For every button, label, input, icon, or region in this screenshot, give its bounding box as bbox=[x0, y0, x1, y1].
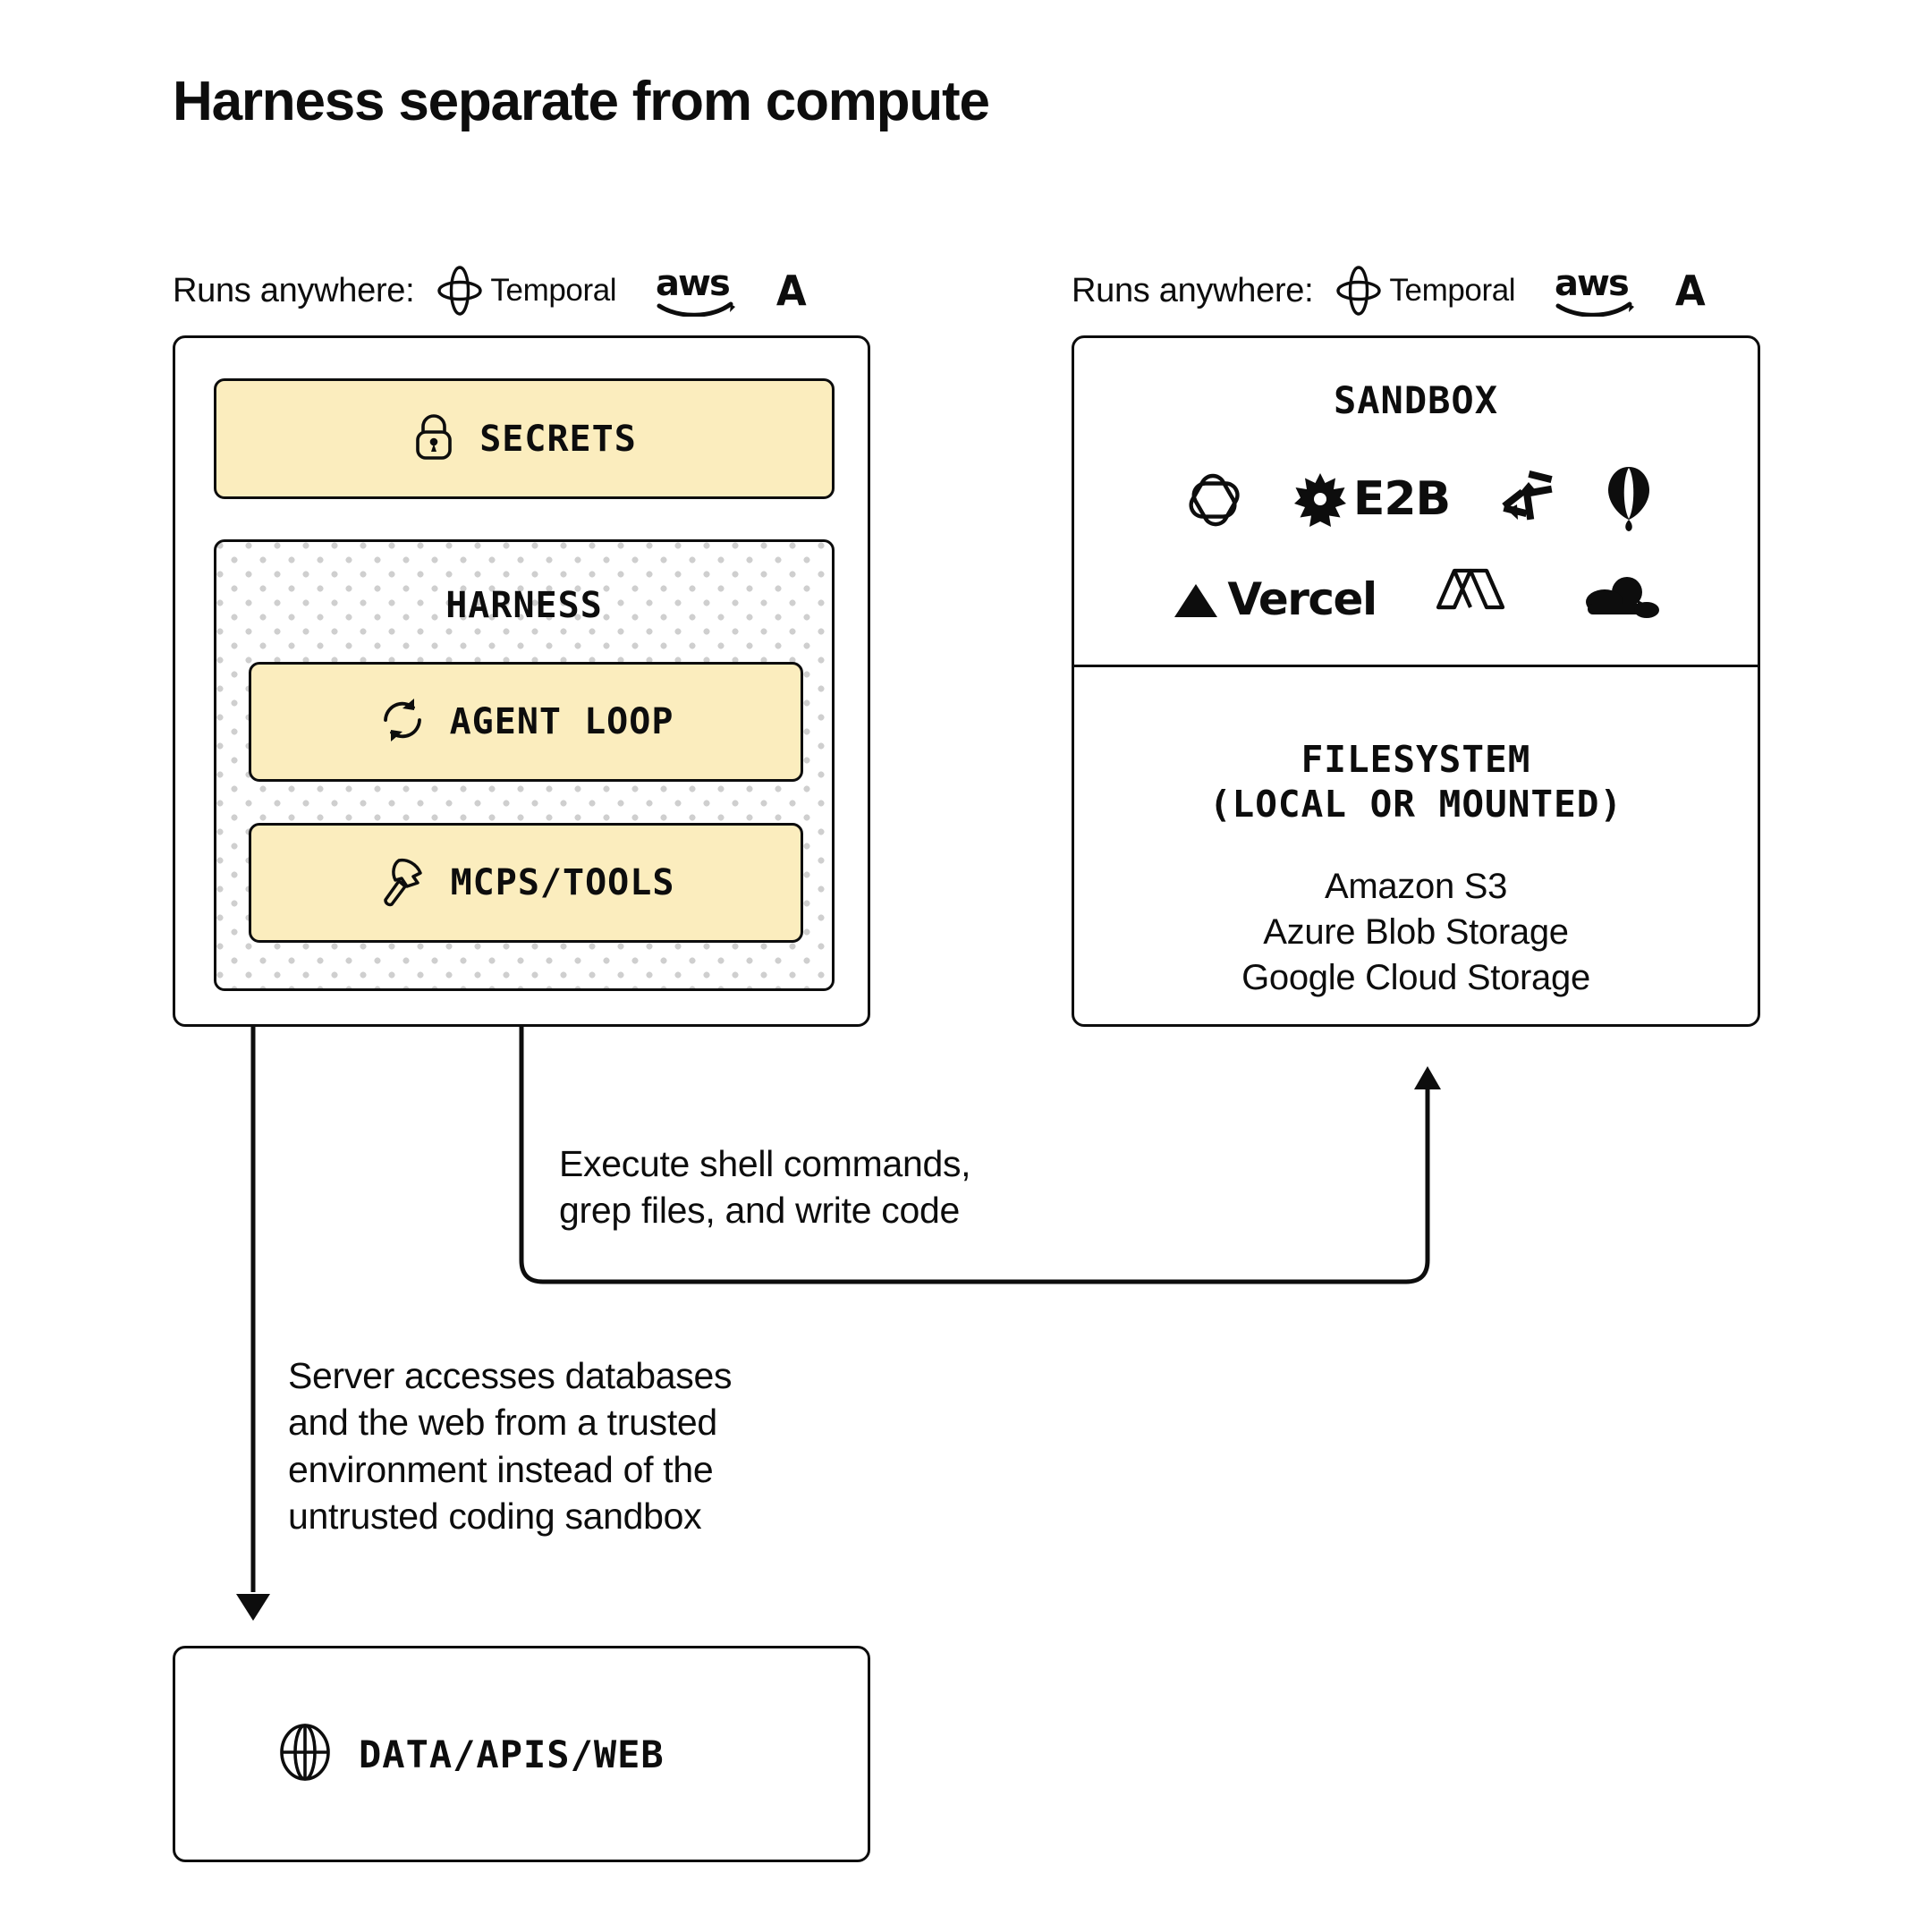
harness-container: HARNESS AGENT LOOP MCPS/TOOLS bbox=[214, 539, 835, 991]
mcps-tools-label: MCPS/TOOLS bbox=[450, 862, 675, 903]
agent-loop-label: AGENT LOOP bbox=[449, 701, 674, 742]
page-title: Harness separate from compute bbox=[173, 71, 990, 132]
list-item: Google Cloud Storage bbox=[1241, 958, 1590, 998]
data-apis-web-label: DATA/APIS/WEB bbox=[359, 1732, 665, 1776]
secrets-chip[interactable]: SECRETS bbox=[214, 378, 835, 499]
vercel-logo: Vercel bbox=[1171, 573, 1377, 625]
list-item: Azure Blob Storage bbox=[1263, 912, 1569, 953]
runs-anywhere-row-right: Runs anywhere: Temporal aws A bbox=[1072, 264, 1706, 318]
e2b-logo: E2B bbox=[1292, 471, 1451, 527]
secrets-label: SECRETS bbox=[479, 418, 637, 460]
filesystem-title-line2: (LOCAL OR MOUNTED) bbox=[1208, 783, 1623, 826]
temporal-logo-right: Temporal bbox=[1336, 265, 1516, 317]
svg-text:aws: aws bbox=[656, 265, 729, 304]
mcps-tools-chip[interactable]: MCPS/TOOLS bbox=[249, 823, 803, 943]
hammer-icon bbox=[377, 855, 428, 911]
filesystem-storage-list: Amazon S3 Azure Blob Storage Google Clou… bbox=[1241, 864, 1590, 1002]
server-access-annotation: Server accesses databases and the web fr… bbox=[288, 1355, 733, 1538]
flyio-logo bbox=[1606, 464, 1652, 534]
server-panel: SECRETS HARNESS AGENT LOOP MCP bbox=[173, 335, 870, 1027]
temporal-logo-text: Temporal bbox=[490, 273, 617, 308]
execute-annotation: Execute shell commands, grep files, and … bbox=[559, 1143, 971, 1232]
aws-logo-right: aws bbox=[1555, 265, 1635, 317]
refresh-loop-icon bbox=[378, 695, 427, 750]
sandbox-section: SANDBOX E2B bbox=[1074, 338, 1758, 667]
sandbox-panel: SANDBOX E2B bbox=[1072, 335, 1760, 1027]
openai-logo bbox=[1180, 466, 1246, 532]
aws-logo: aws bbox=[656, 265, 736, 317]
e2b-logo-text: E2B bbox=[1352, 472, 1451, 526]
modal-logo bbox=[1427, 566, 1525, 632]
daytona-logo bbox=[1496, 468, 1559, 530]
vercel-logo-text: Vercel bbox=[1227, 573, 1377, 625]
data-apis-web-panel[interactable]: DATA/APIS/WEB bbox=[173, 1646, 870, 1862]
cloudflare-logo bbox=[1575, 572, 1661, 626]
filesystem-section: FILESYSTEM (LOCAL OR MOUNTED) Amazon S3 … bbox=[1074, 667, 1758, 1024]
svg-text:aws: aws bbox=[1555, 265, 1628, 304]
lock-icon bbox=[411, 411, 456, 467]
runs-anywhere-label-right: Runs anywhere: bbox=[1072, 271, 1314, 309]
harness-title: HARNESS bbox=[445, 585, 603, 626]
agent-loop-chip[interactable]: AGENT LOOP bbox=[249, 662, 803, 782]
runs-anywhere-label: Runs anywhere: bbox=[173, 271, 415, 309]
azure-logo: A bbox=[776, 267, 807, 315]
runs-anywhere-row-left: Runs anywhere: Temporal aws A bbox=[173, 264, 807, 318]
temporal-logo: Temporal bbox=[437, 265, 617, 317]
sandbox-provider-logos: E2B bbox=[1074, 454, 1758, 644]
filesystem-title-line1: FILESYSTEM bbox=[1301, 738, 1531, 781]
globe-icon bbox=[276, 1720, 334, 1789]
list-item: Amazon S3 bbox=[1324, 867, 1508, 907]
sandbox-title: SANDBOX bbox=[1333, 378, 1498, 422]
azure-logo-right: A bbox=[1675, 267, 1706, 315]
temporal-logo-text-right: Temporal bbox=[1389, 273, 1516, 308]
